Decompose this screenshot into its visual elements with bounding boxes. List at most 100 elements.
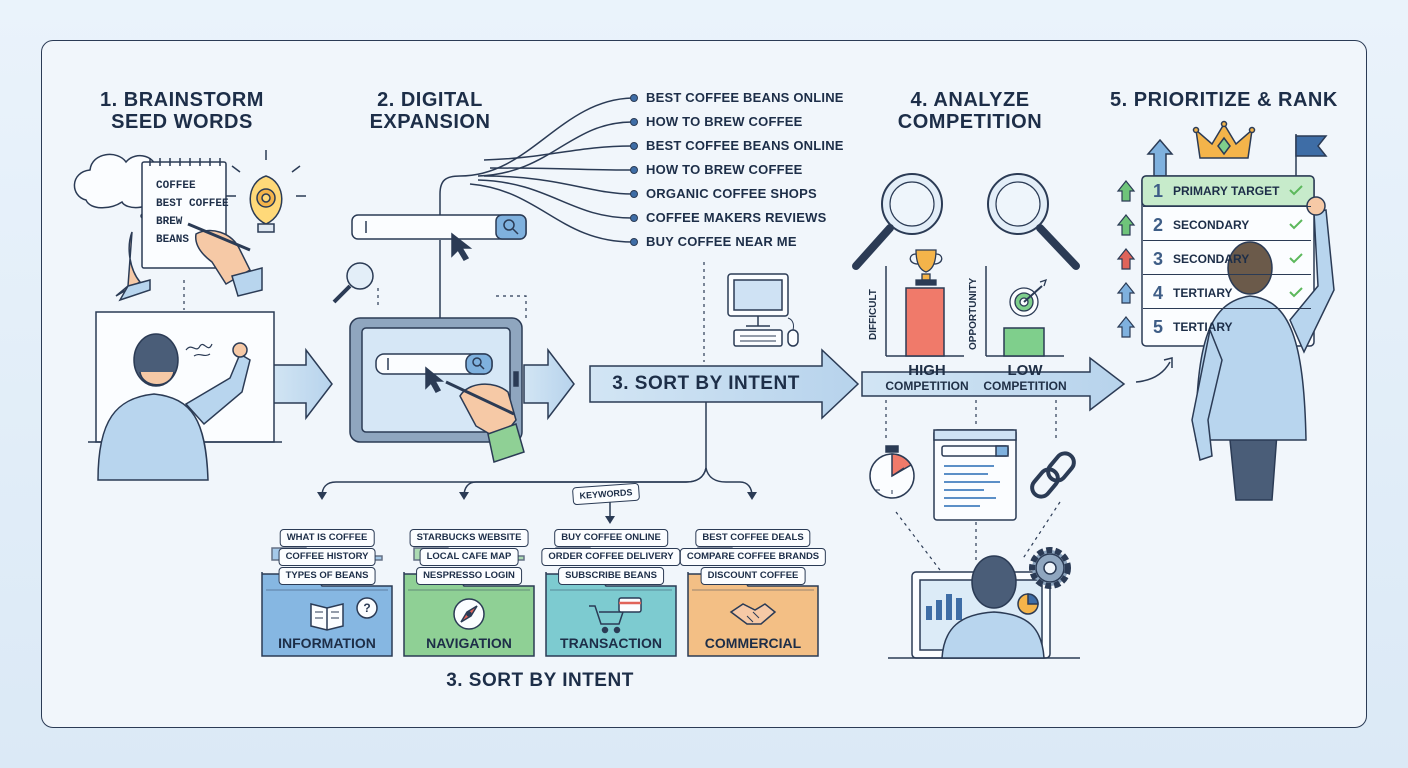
desktop-computer: [727, 273, 799, 347]
low-label-line1: LOW: [1007, 362, 1043, 379]
stopwatch-icon: [869, 445, 915, 499]
rank-number: 4: [1152, 282, 1163, 303]
intent-keyword-tag: STARBUCKS WEBSITE: [409, 529, 529, 547]
magnifier-large-left-icon: [852, 173, 943, 270]
target-icon: [1009, 278, 1048, 317]
flow-arrow-banner: [589, 348, 860, 420]
high-label-line1: HIGH: [908, 362, 946, 379]
crown-icon: [1192, 120, 1256, 159]
expanded-keyword: BUY COFFEE NEAR ME: [646, 234, 797, 249]
compass-icon: [453, 598, 485, 630]
person-ranking: [1191, 196, 1335, 501]
cart-icon: [589, 597, 642, 634]
expansion-branches: [439, 97, 633, 243]
intent-folder-label: INFORMATION: [278, 635, 376, 651]
low-competition-label: LOW COMPETITION: [974, 362, 1076, 393]
step-2-title-line2: EXPANSION: [369, 111, 491, 133]
search-bar-top: [351, 214, 527, 261]
rank-number: 5: [1152, 316, 1163, 337]
rank-up-arrow-icon: [1116, 214, 1136, 236]
rank-up-arrow-icon: [1116, 180, 1136, 202]
handshake-icon: [729, 603, 777, 625]
intent-keyword-tag: NESPRESSO LOGIN: [416, 567, 522, 585]
expanded-keyword: BEST COFFEE BEANS ONLINE: [646, 138, 844, 153]
person-brainstorm: [97, 333, 251, 481]
hands-writing: [115, 222, 263, 302]
step-2-title: 2. DIGITAL EXPANSION: [350, 89, 510, 133]
step-1-title-line2: SEED WORDS: [111, 111, 253, 133]
rank-up-arrow-icon: [1116, 316, 1136, 338]
gear-icon: [1029, 547, 1071, 589]
magnifier-large-right-icon: [987, 173, 1080, 270]
rank-label: PRIMARY TARGET: [1173, 184, 1280, 198]
rank-row-1: 1 PRIMARY TARGET: [1143, 176, 1311, 207]
link-chain-icon: [1030, 451, 1076, 499]
hand-stylus: [445, 380, 525, 463]
up-arrow-large-icon: [1146, 138, 1174, 177]
step-4-title-line1: 4. ANALYZE: [910, 89, 1030, 111]
trophy-icon: [909, 249, 943, 286]
difficult-axis-label: DIFFICULT: [868, 289, 879, 340]
high-label-line2: COMPETITION: [885, 379, 969, 393]
intent-keyword-tag: COMPARE COFFEE BRANDS: [679, 548, 827, 566]
intent-folder-label: NAVIGATION: [426, 635, 512, 651]
step-1-title: 1. BRAINSTORM SEED WORDS: [92, 89, 272, 133]
intent-keyword-tag: BEST COFFEE DEALS: [695, 529, 811, 547]
rank-up-arrow-icon: [1116, 248, 1136, 270]
webpage-icon: [933, 429, 1017, 521]
sort-by-intent-banner: 3. SORT BY INTENT: [612, 373, 800, 394]
sort-by-intent-caption: 3. SORT BY INTENT: [446, 670, 634, 691]
rank-number: 2: [1152, 214, 1163, 235]
rank-label: TERTIARY: [1173, 320, 1233, 334]
rank-row-3: 3 SECONDARY: [1143, 244, 1311, 275]
flow-arrow-4: [861, 356, 1126, 412]
low-label-line2: COMPETITION: [983, 379, 1067, 393]
opportunity-axis-label: OPPORTUNITY: [968, 277, 979, 350]
rank-label: TERTIARY: [1173, 286, 1233, 300]
expanded-keyword: HOW TO BREW COFFEE: [646, 114, 803, 129]
flow-arrow-2: [523, 347, 575, 421]
magnifier-small-icon: [332, 262, 374, 304]
intent-folder-label: COMMERCIAL: [704, 635, 802, 651]
expanded-keyword: HOW TO BREW COFFEE: [646, 162, 803, 177]
high-competition-label: HIGH COMPETITION: [876, 362, 978, 393]
rank-arrows: [1116, 180, 1136, 338]
competition-chart: [885, 266, 1064, 357]
step-4-title: 4. ANALYZE COMPETITION: [880, 89, 1060, 133]
intent-keyword-tag: TYPES OF BEANS: [278, 567, 376, 585]
rank-number: 1: [1152, 180, 1163, 201]
analyst-at-laptop: [888, 555, 1080, 659]
notepad-word: BREW: [156, 216, 183, 228]
rank-up-arrow-icon: [1116, 282, 1136, 304]
lightbulb-icon: [226, 150, 306, 233]
notepad-word: BEST COFFEE: [156, 198, 229, 210]
intent-keyword-tag: SUBSCRIBE BEANS: [558, 567, 664, 585]
rank-row-2: 2 SECONDARY: [1143, 210, 1311, 241]
notepad-word: COFFEE: [156, 180, 196, 192]
intent-keyword-tag: WHAT IS COFFEE: [279, 529, 375, 547]
rank-row-4: 4 TERTIARY: [1143, 278, 1311, 309]
expanded-keyword: ORGANIC COFFEE SHOPS: [646, 186, 817, 201]
flow-arrow-1: [271, 347, 333, 421]
rank-label: SECONDARY: [1173, 218, 1250, 232]
intent-folder-label: TRANSACTION: [560, 635, 662, 651]
expansion-dots: [630, 94, 638, 246]
expanded-keyword: COFFEE MAKERS REVIEWS: [646, 210, 827, 225]
intent-keyword-tag: COFFEE HISTORY: [278, 548, 376, 566]
expanded-keyword: BEST COFFEE BEANS ONLINE: [646, 90, 844, 105]
step-2-title-line1: 2. DIGITAL: [377, 89, 483, 111]
intent-branches: [321, 402, 753, 520]
rank-number: 3: [1152, 248, 1163, 269]
rank-row-5: 5 TERTIARY: [1143, 312, 1311, 342]
rank-label: SECONDARY: [1173, 252, 1250, 266]
connector-to-rank: [1135, 361, 1171, 383]
flag-icon: [1295, 134, 1328, 176]
notepad-word: BEANS: [156, 234, 190, 246]
step-4-title-line2: COMPETITION: [897, 111, 1043, 133]
book-icon: ?: [310, 597, 378, 631]
step-1-title-line1: 1. BRAINSTORM: [100, 89, 264, 111]
rank-checkmarks: [1289, 185, 1303, 298]
intent-keyword-tag: LOCAL CAFE MAP: [419, 548, 519, 566]
svg-text:?: ?: [363, 601, 370, 615]
